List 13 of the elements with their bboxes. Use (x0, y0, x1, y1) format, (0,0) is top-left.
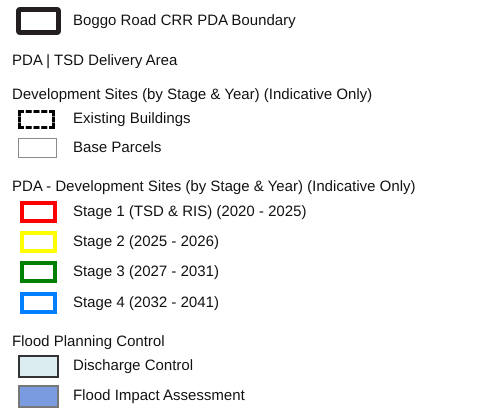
legend-text: Flood Impact Assessment (73, 387, 245, 405)
legend-heading: Development Sites (by Stage & Year) (Indicative Only) (12, 86, 372, 104)
legend-heading: PDA | TSD Delivery Area (12, 52, 178, 70)
legend-text: Stage 4 (2032 - 2041) (73, 294, 219, 312)
legend-text: Stage 3 (2027 - 2031) (73, 263, 219, 281)
legend-text: Stage 2 (2025 - 2026) (73, 233, 219, 251)
legend-text: Discharge Control (73, 357, 194, 375)
legend-heading: PDA - Development Sites (by Stage & Year) (Indicative Only) (12, 178, 416, 196)
legend-text: Stage 1 (TSD & RIS) (2020 - 2025) (73, 203, 306, 221)
legend-text: Existing Buildings (73, 110, 191, 128)
legend-heading: Flood Planning Control (12, 333, 165, 351)
legend-text: Boggo Road CRR PDA Boundary (73, 12, 296, 30)
legend-text: Base Parcels (73, 139, 162, 157)
